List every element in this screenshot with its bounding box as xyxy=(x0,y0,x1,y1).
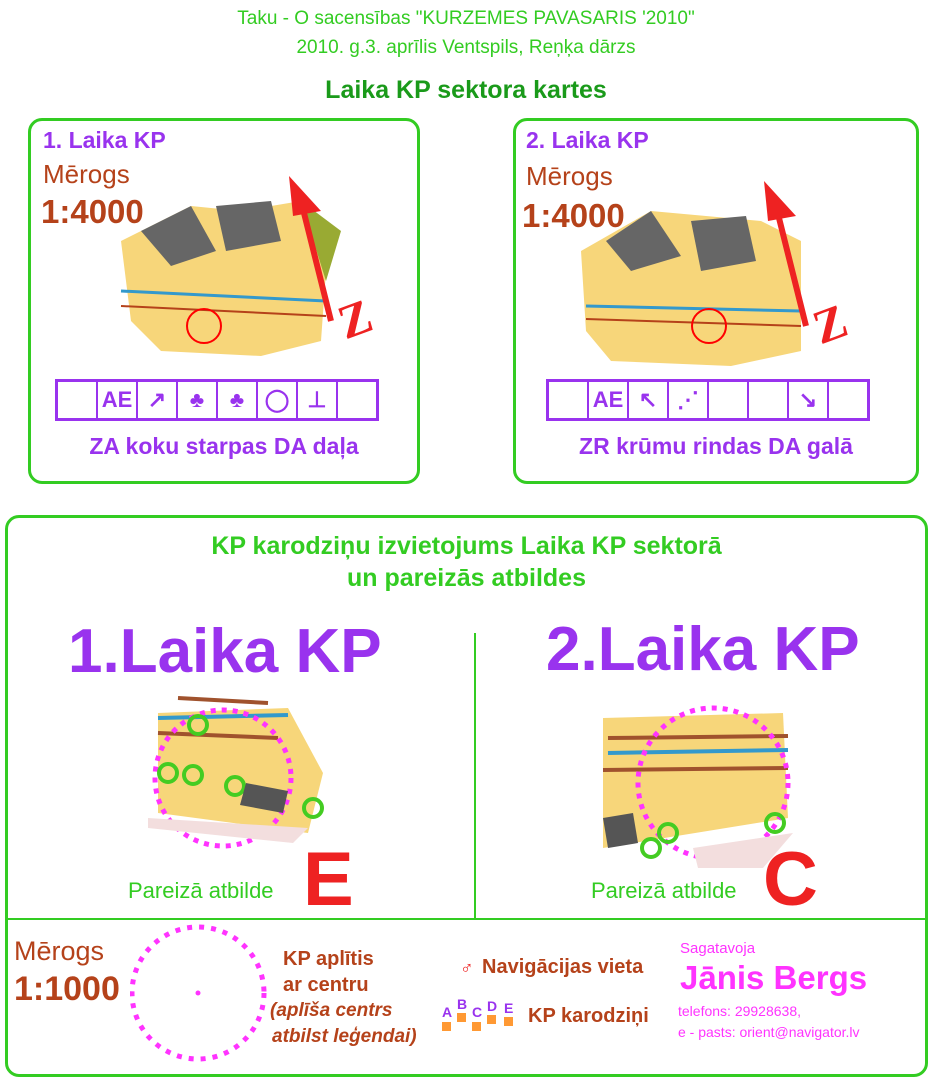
legend-circle-line1: KP aplītis xyxy=(283,948,374,970)
map-card-2: 2. Laika KP Mērogs 1:4000 Z AE ↖ ⋰ ↘ ZR … xyxy=(513,118,919,484)
arrow-ne-icon: ↗ xyxy=(138,382,178,418)
legend-circle-note1: (aplīša centrs xyxy=(270,1000,393,1021)
map-sketch xyxy=(581,211,802,366)
map-title: 1. Laika KP xyxy=(43,127,166,153)
answers-panel: KP karodziņu izvietojums Laika KP sektor… xyxy=(5,515,928,1077)
map-description: ZR krūmu rindas DA galā xyxy=(579,433,853,459)
event-date: 2010. g.3. aprīlis Ventspils, Reņķa dārz… xyxy=(296,37,636,58)
legend-circle-note2: atbilst leģendai) xyxy=(272,1026,417,1047)
north-label: Z xyxy=(331,289,379,341)
horizontal-divider xyxy=(8,918,925,920)
legend-scale: 1:1000 xyxy=(14,970,120,1008)
answer-label: Pareizā atbilde xyxy=(128,878,274,903)
desc-cell xyxy=(549,382,589,418)
legend-nav: Navigācijas vieta xyxy=(482,956,644,978)
control-description: AE ↖ ⋰ ↘ xyxy=(546,379,870,421)
bush-row-icon: ⋰ xyxy=(669,382,709,418)
author-phone: telefons: 29928638, xyxy=(678,1003,801,1019)
scale-value: 1:4000 xyxy=(522,197,625,234)
arrow-nw-icon: ↖ xyxy=(629,382,669,418)
answer-label: Pareizā atbilde xyxy=(591,878,737,903)
desc-cell xyxy=(829,382,867,418)
desc-cell xyxy=(338,382,376,418)
flag-letter: B xyxy=(457,996,468,1012)
answer-letter: E xyxy=(303,837,354,922)
dot-line-icon: ⊥ xyxy=(298,382,338,418)
desc-cell: AE xyxy=(98,382,138,418)
tree-icon: ♣ xyxy=(178,382,218,418)
prepared-by-label: Sagatavoja xyxy=(680,940,756,957)
section-title: Laika KP sektora kartes xyxy=(325,76,607,104)
flag-letter: C xyxy=(472,1004,483,1020)
desc-cell xyxy=(58,382,98,418)
vertical-divider xyxy=(474,633,476,919)
author-email: e - pasts: orient@navigator.lv xyxy=(678,1024,860,1040)
map-sketch xyxy=(120,201,341,356)
legend-circle-line2: ar centru xyxy=(283,974,369,996)
north-label: Z xyxy=(806,294,854,346)
answer-panel-title: 2.Laika KP xyxy=(546,615,860,684)
desc-cell: AE xyxy=(589,382,629,418)
flag-letter: D xyxy=(487,998,498,1014)
scale-label: Mērogs xyxy=(526,161,613,191)
control-circle-icon xyxy=(130,924,267,1062)
desc-cell xyxy=(749,382,789,418)
desc-cell xyxy=(709,382,749,418)
answers-subtitle: un pareizās atbildes xyxy=(347,564,586,592)
navigation-point-icon: ♂ xyxy=(460,958,474,978)
scale-value: 1:4000 xyxy=(41,193,144,230)
answers-title: KP karodziņu izvietojums Laika KP sektor… xyxy=(211,532,722,560)
flag-letter: A xyxy=(442,1004,453,1020)
answer-letter: C xyxy=(763,837,818,922)
flag-letter: E xyxy=(504,1000,514,1016)
sector-map xyxy=(148,696,324,849)
sector-map xyxy=(602,705,793,868)
legend-scale-label: Mērogs xyxy=(14,936,105,966)
control-description: AE ↗ ♣ ♣ ◯ ⊥ xyxy=(55,379,379,421)
north-arrow: Z xyxy=(764,181,854,346)
circle-icon: ◯ xyxy=(258,382,298,418)
map-card-1: 1. Laika KP Mērogs 1:4000 Z AE ↗ ♣ ♣ ◯ ⊥… xyxy=(28,118,420,484)
answer-panel-title: 1.Laika KP xyxy=(68,617,382,686)
map-title: 2. Laika KP xyxy=(526,127,649,153)
corner-icon: ↘ xyxy=(789,382,829,418)
map-description: ZA koku starpas DA daļa xyxy=(89,433,359,459)
legend-flags: KP karodziņi xyxy=(528,1005,649,1027)
flags-icon: A B C D E xyxy=(440,996,522,1036)
tree-icon: ♣ xyxy=(218,382,258,418)
author-name: Jānis Bergs xyxy=(680,959,868,996)
event-title: Taku - O sacensības "KURZEMES PAVASARIS … xyxy=(237,8,695,29)
north-arrow: Z xyxy=(289,176,379,341)
scale-label: Mērogs xyxy=(43,159,130,189)
